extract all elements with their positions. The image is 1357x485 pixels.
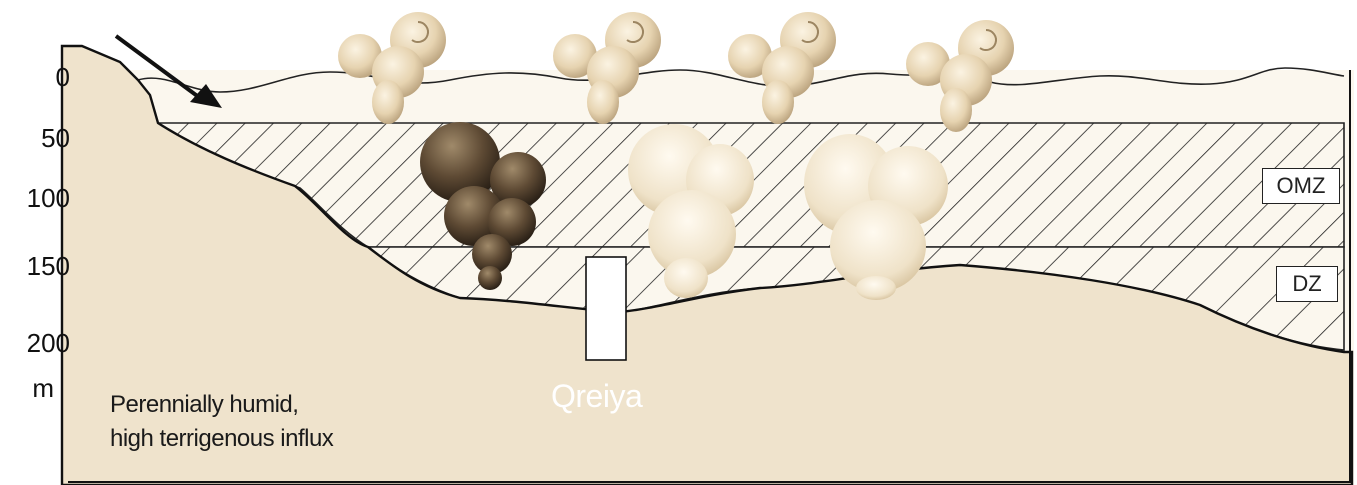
caption-line-1: Perennially humid, xyxy=(110,388,333,422)
depth-tick-200: 200 xyxy=(0,330,70,356)
depth-tick-100: 100 xyxy=(0,185,70,211)
caption-line-2: high terrigenous influx xyxy=(110,422,333,456)
dz-label: DZ xyxy=(1276,266,1338,302)
site-label: Qreiya xyxy=(551,378,642,415)
depth-tick-50: 50 xyxy=(0,125,70,151)
depth-unit: m xyxy=(0,375,54,401)
omz-label: OMZ xyxy=(1262,168,1340,204)
qreiya-site-marker xyxy=(586,257,626,360)
environment-caption: Perennially humid, high terrigenous infl… xyxy=(110,388,333,456)
depth-tick-150: 150 xyxy=(0,253,70,279)
depth-tick-0: 0 xyxy=(0,64,70,90)
